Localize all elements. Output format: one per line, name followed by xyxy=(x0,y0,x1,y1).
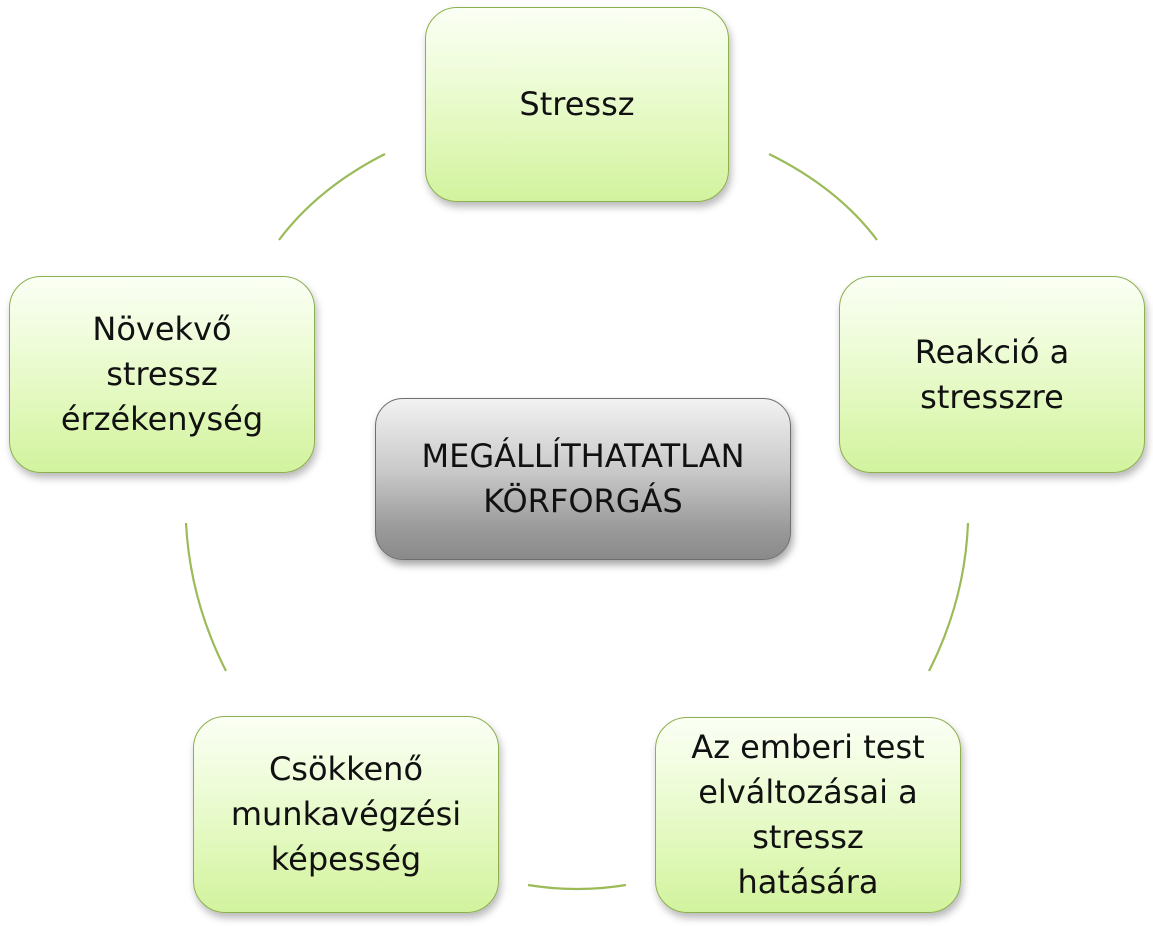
cycle-node-stressz-label: Stressz xyxy=(519,85,635,123)
connector-elvaltozasai-to-csokkeno xyxy=(527,883,627,891)
cycle-center-title: MEGÁLLÍTHATATLAN KÖRFORGÁS xyxy=(375,398,791,560)
cycle-node-stressz: Stressz xyxy=(425,7,729,202)
cycle-node-novekvo: Növekvő stressz érzékenység xyxy=(9,276,315,473)
cycle-node-reakcio-label: Reakció a stresszre xyxy=(914,332,1070,416)
cycle-center-title-label: MEGÁLLÍTHATATLAN KÖRFORGÁS xyxy=(421,437,745,520)
connector-csokkeno-to-novekvo xyxy=(184,522,227,672)
cycle-node-csokkeno-label: Csökkenő munkavégzési képesség xyxy=(230,750,462,878)
cycle-node-reakcio: Reakció a stresszre xyxy=(839,276,1145,473)
cycle-node-elvaltozasai-label: Az emberi test elváltozásai a stressz ha… xyxy=(691,728,925,901)
connector-reakcio-to-elvaltozasai xyxy=(928,522,970,672)
connector-stressz-to-reakcio xyxy=(768,153,878,241)
cycle-node-csokkeno: Csökkenő munkavégzési képesség xyxy=(193,716,499,913)
cycle-node-novekvo-label: Növekvő stressz érzékenység xyxy=(60,310,264,438)
cycle-node-elvaltozasai: Az emberi test elváltozásai a stressz ha… xyxy=(655,717,961,913)
connector-novekvo-to-stressz xyxy=(278,153,386,241)
